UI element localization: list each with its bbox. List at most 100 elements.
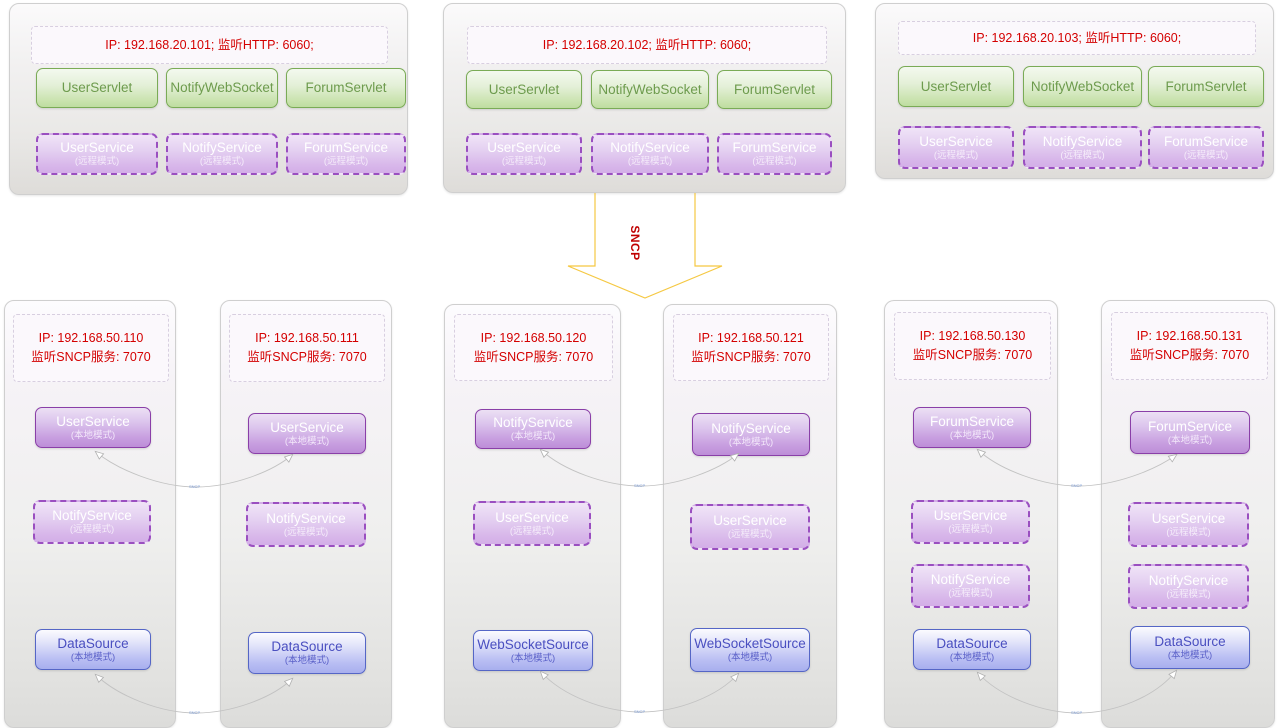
ip-line-1: IP: 192.168.50.121 (698, 330, 804, 345)
ip-line-2: 监听SNCP服务: 7070 (691, 349, 811, 364)
servlet-node[interactable]: ForumServlet (286, 68, 406, 108)
sncp-protocol-label: SNCP (628, 225, 642, 261)
node-mode: (本地模式) (949, 429, 995, 441)
node-mode: (远程模式) (727, 529, 773, 541)
node-mode: (远程模式) (752, 156, 797, 168)
ip-header-110: IP: 192.168.50.110 监听SNCP服务: 7070 (13, 314, 169, 382)
service-node-remote[interactable]: UserService (远程模式) (690, 504, 810, 550)
link-label-sncp: SNCP (189, 710, 201, 715)
servlet-node[interactable]: NotifyWebSocket (166, 68, 278, 108)
node-title: DataSource (1154, 633, 1226, 649)
node-title: DataSource (271, 639, 343, 655)
node-mode: (本地模式) (510, 652, 556, 664)
node-title: DataSource (936, 635, 1008, 651)
node-mode: (本地模式) (728, 436, 774, 448)
ip-header-text: IP: 192.168.20.103; 监听HTTP: 6060; (972, 30, 1182, 45)
service-node[interactable]: UserService (远程模式) (898, 126, 1014, 169)
node-mode: (远程模式) (627, 156, 673, 168)
service-node-local[interactable]: UserService (本地模式) (248, 413, 366, 454)
node-mode: (远程模式) (501, 156, 547, 168)
ip-line-2: 监听SNCP服务: 7070 (473, 349, 594, 364)
servlet-node[interactable]: ForumServlet (1148, 66, 1264, 107)
datasource-node[interactable]: DataSource (本地模式) (35, 629, 151, 670)
service-node-remote[interactable]: UserService (远程模式) (473, 501, 591, 546)
node-title: ForumService (732, 140, 817, 156)
service-node-local[interactable]: UserService (本地模式) (35, 407, 151, 448)
node-mode: (远程模式) (948, 524, 993, 536)
node-title: NotifyService (610, 140, 690, 156)
sncp-node-panel-120: IP: 192.168.50.120 监听SNCP服务: 7070 Notify… (444, 304, 621, 728)
node-title: NotifyWebSocket (1030, 78, 1135, 94)
servlet-node[interactable]: ForumServlet (717, 70, 832, 109)
node-title: NotifyService (52, 508, 132, 524)
service-node[interactable]: ForumService (远程模式) (286, 133, 406, 175)
service-node-remote[interactable]: NotifyService (远程模式) (246, 502, 366, 547)
node-mode: (本地模式) (284, 435, 330, 447)
ip-header-1: IP: 192.168.20.101; 监听HTTP: 6060; (31, 26, 388, 64)
service-node[interactable]: ForumService (远程模式) (717, 133, 832, 175)
servlet-node[interactable]: NotifyWebSocket (591, 70, 709, 109)
servlet-node[interactable]: UserServlet (36, 68, 158, 108)
service-node-local[interactable]: ForumService (本地模式) (1130, 411, 1250, 454)
node-title: UserService (919, 133, 993, 149)
service-node[interactable]: UserService (远程模式) (466, 133, 582, 175)
servlet-node[interactable]: UserServlet (898, 66, 1014, 107)
sncp-node-panel-131: IP: 192.168.50.131 监听SNCP服务: 7070 ForumS… (1101, 300, 1275, 728)
node-title: NotifyService (182, 140, 262, 156)
service-node[interactable]: NotifyService (远程模式) (1023, 126, 1142, 169)
sncp-arrow-icon (567, 193, 723, 299)
service-node-remote[interactable]: NotifyService (远程模式) (911, 564, 1030, 608)
service-node-local[interactable]: ForumService (本地模式) (913, 407, 1031, 448)
node-title: UserService (487, 140, 561, 156)
node-mode: (远程模式) (69, 524, 115, 536)
service-node-local[interactable]: NotifyService (本地模式) (692, 413, 810, 456)
sncp-node-panel-111: IP: 192.168.50.111 监听SNCP服务: 7070 UserSe… (220, 300, 392, 728)
service-node-remote[interactable]: UserService (远程模式) (1128, 502, 1249, 547)
node-title: ForumService (1163, 133, 1249, 149)
node-title: UserServlet (920, 78, 992, 94)
ip-line-2: 监听SNCP服务: 7070 (1129, 348, 1250, 362)
ip-line-1: IP: 192.168.50.130 (919, 329, 1026, 343)
ip-line-1: IP: 192.168.50.120 (480, 330, 587, 345)
ip-line-1: IP: 192.168.50.111 (255, 331, 359, 345)
service-node[interactable]: NotifyService (远程模式) (591, 133, 709, 175)
node-mode: (远程模式) (199, 156, 245, 168)
ip-header-3: IP: 192.168.20.103; 监听HTTP: 6060; (898, 21, 1256, 55)
ip-header-131: IP: 192.168.50.131 监听SNCP服务: 7070 (1111, 312, 1268, 380)
node-mode: (远程模式) (1166, 526, 1211, 538)
sncp-node-panel-121: IP: 192.168.50.121 监听SNCP服务: 7070 Notify… (663, 304, 837, 728)
sncp-node-panel-130: IP: 192.168.50.130 监听SNCP服务: 7070 ForumS… (884, 300, 1058, 728)
node-mode: (远程模式) (948, 588, 993, 600)
node-title: WebSocketSource (477, 636, 589, 652)
ip-line-2: 监听SNCP服务: 7070 (247, 350, 367, 364)
service-node-remote[interactable]: UserService (远程模式) (911, 500, 1030, 544)
datasource-node[interactable]: WebSocketSource (本地模式) (690, 628, 810, 672)
node-title: NotifyService (711, 420, 791, 436)
node-title: UserServlet (488, 81, 560, 97)
node-mode: (远程模式) (323, 156, 369, 168)
ip-header-111: IP: 192.168.50.111 监听SNCP服务: 7070 (229, 314, 385, 382)
node-mode: (本地模式) (510, 431, 556, 443)
service-node-remote[interactable]: NotifyService (远程模式) (1128, 564, 1249, 609)
datasource-node[interactable]: DataSource (本地模式) (1130, 626, 1250, 669)
node-title: UserService (56, 413, 130, 429)
node-title: NotifyService (266, 510, 346, 526)
node-title: UserServlet (61, 80, 133, 96)
node-mode: (本地模式) (1167, 649, 1213, 661)
ip-line-2: 监听SNCP服务: 7070 (912, 348, 1033, 362)
node-mode: (本地模式) (70, 651, 116, 663)
node-mode: (远程模式) (1166, 588, 1211, 600)
servlet-node[interactable]: UserServlet (466, 70, 582, 109)
service-node[interactable]: ForumService (远程模式) (1148, 126, 1264, 169)
service-node-local[interactable]: NotifyService (本地模式) (475, 409, 591, 449)
service-node-remote[interactable]: NotifyService (远程模式) (33, 500, 151, 544)
node-title: DataSource (57, 635, 129, 651)
service-node[interactable]: UserService (远程模式) (36, 133, 158, 175)
datasource-node[interactable]: DataSource (本地模式) (248, 632, 366, 674)
datasource-node[interactable]: DataSource (本地模式) (913, 629, 1031, 670)
datasource-node[interactable]: WebSocketSource (本地模式) (473, 630, 593, 671)
servlet-node[interactable]: NotifyWebSocket (1023, 66, 1142, 107)
service-node[interactable]: NotifyService (远程模式) (166, 133, 278, 175)
node-title: ForumServlet (1165, 78, 1247, 94)
link-label-sncp: SNCP (634, 709, 646, 714)
